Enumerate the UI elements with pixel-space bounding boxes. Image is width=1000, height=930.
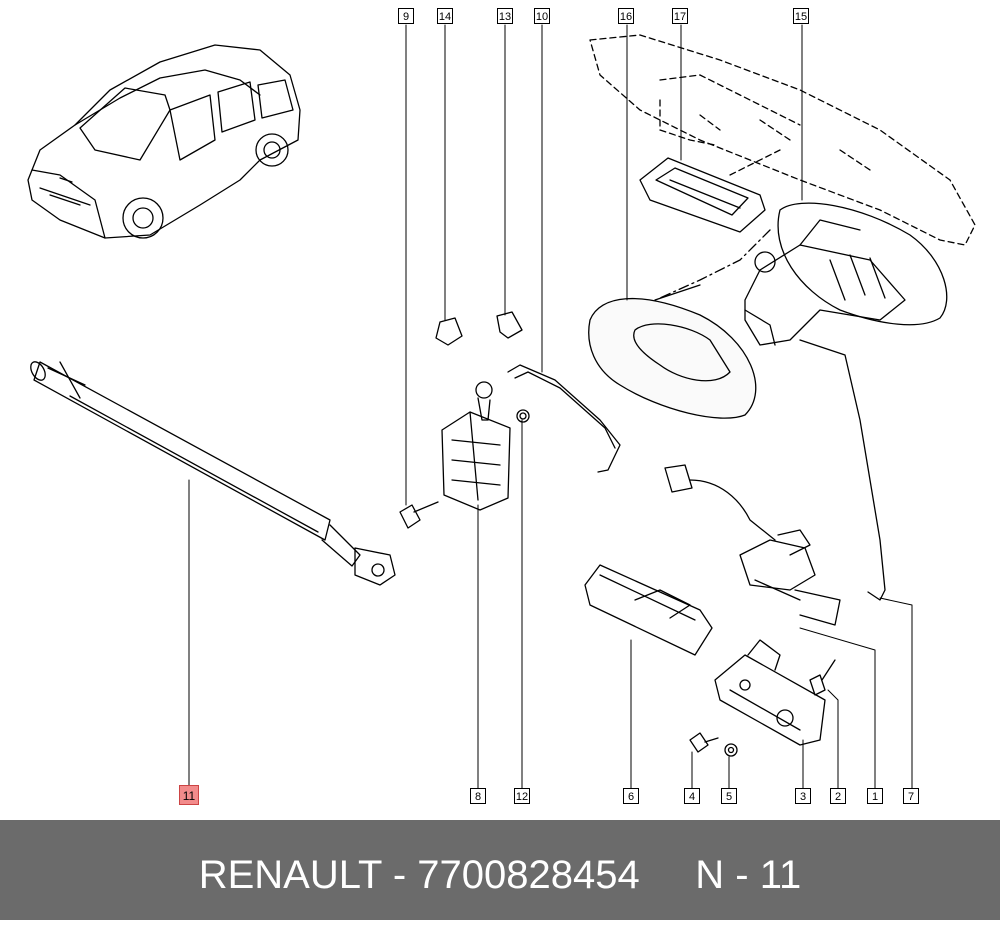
- callout-16: 16: [618, 8, 634, 24]
- screw-part-4: [689, 732, 719, 753]
- parts-diagram: [27, 24, 976, 789]
- lock-assembly: [399, 311, 621, 529]
- callout-6: 6: [623, 788, 639, 804]
- callout-17: 17: [672, 8, 688, 24]
- washer-part-5: [724, 743, 738, 757]
- gasket-part-16: [588, 229, 771, 419]
- callout-9: 9: [398, 8, 414, 24]
- switch-part-1: [664, 464, 841, 626]
- screw-part-2: [809, 659, 836, 696]
- plate-light-part-17: [639, 157, 766, 233]
- callout-8: 8: [470, 788, 486, 804]
- handle-cover-part-6: [584, 564, 713, 656]
- callout-7: 7: [903, 788, 919, 804]
- callout-13: 13: [497, 8, 513, 24]
- callout-10: 10: [534, 8, 550, 24]
- callout-14: 14: [437, 8, 453, 24]
- callout-4: 4: [684, 788, 700, 804]
- callout-3: 3: [795, 788, 811, 804]
- callout-12: 12: [514, 788, 530, 804]
- car-illustration: [27, 44, 301, 239]
- callout-15: 15: [793, 8, 809, 24]
- footer-bar: RENAULT - 7700828454 N - 11: [0, 820, 1000, 920]
- latch-part-3: [714, 639, 826, 746]
- part-number-caption: RENAULT - 7700828454 N - 11: [198, 853, 802, 897]
- callout-11: 11: [179, 785, 199, 805]
- callout-5: 5: [721, 788, 737, 804]
- leader-lines: [188, 24, 913, 789]
- tailgate-outline: [589, 34, 976, 246]
- callout-2: 2: [830, 788, 846, 804]
- callout-1: 1: [867, 788, 883, 804]
- gas-strut-part-11: [30, 361, 396, 586]
